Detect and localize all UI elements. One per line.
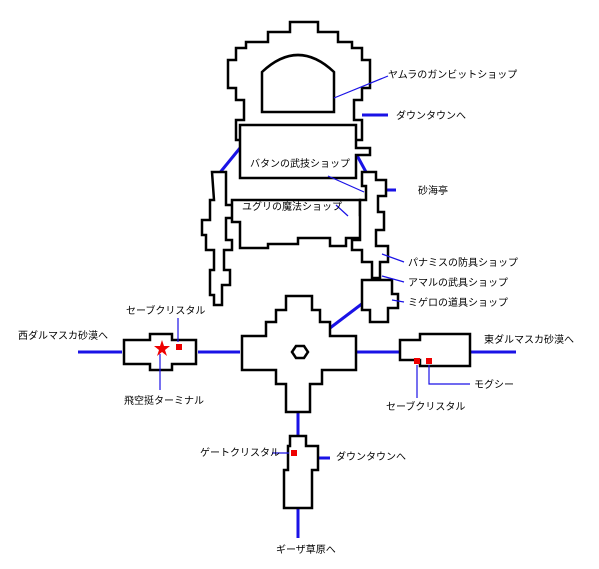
gate-crystal-icon[interactable] xyxy=(291,450,297,456)
label-east-exit: 東ダルマスカ砂漠へ xyxy=(484,333,574,346)
save-crystal-east-icon[interactable] xyxy=(414,358,420,364)
label-giza-exit: ギーザ草原へ xyxy=(276,544,336,556)
leader-yuguri xyxy=(335,204,349,217)
label-west-exit: 西ダルマスカ砂漠へ xyxy=(18,329,108,342)
label-panamisu: パナミスの防具ショップ xyxy=(408,256,518,269)
leader-amaru xyxy=(381,275,405,283)
central-plaza xyxy=(240,294,358,414)
east-gate-room xyxy=(398,332,472,368)
labels: ヤムラのガンビットショップ ダウンタウンへ バタンの武技ショップ 砂海亭 ユグリ… xyxy=(18,69,574,556)
label-downtown-south: ダウンタウンへ xyxy=(336,450,406,463)
label-yuguri: ユグリの魔法ショップ xyxy=(242,200,342,213)
migero-shop xyxy=(360,278,400,324)
moogle-icon[interactable] xyxy=(426,358,432,364)
label-batan: バタンの武技ショップ xyxy=(250,157,350,170)
batan-hall xyxy=(238,123,372,180)
leader-panamisu xyxy=(381,253,405,263)
save-crystal-west-icon[interactable] xyxy=(176,344,182,350)
west-alley xyxy=(200,170,238,307)
label-gate-crystal: ゲートクリスタル xyxy=(200,447,280,459)
label-downtown-north: ダウンタウンへ xyxy=(396,109,466,122)
markers xyxy=(154,340,432,456)
label-amaru: アマルの武具ショップ xyxy=(408,276,508,289)
label-moogle: モグシー xyxy=(474,378,514,391)
east-alley xyxy=(350,170,390,280)
rooms xyxy=(122,20,472,510)
label-save-east: セーブクリスタル xyxy=(386,400,465,413)
label-save-west: セーブクリスタル xyxy=(126,304,205,317)
leader-yamura xyxy=(333,75,389,99)
label-airship: 飛空挺ターミナル xyxy=(124,394,204,407)
label-migero: ミゲロの道具ショップ xyxy=(408,296,508,309)
north-palace xyxy=(226,20,372,142)
leader-migero xyxy=(391,299,405,303)
airship-star-icon[interactable] xyxy=(154,340,170,356)
leader-moogle xyxy=(428,365,470,385)
label-yamura: ヤムラのガンビットショップ xyxy=(388,69,517,81)
label-sunaumitei: 砂海亭 xyxy=(418,184,448,197)
corridor-palace-west xyxy=(216,147,242,176)
leader-lines xyxy=(159,75,470,454)
south-gate-room xyxy=(282,434,320,510)
leader-batan xyxy=(327,175,365,193)
